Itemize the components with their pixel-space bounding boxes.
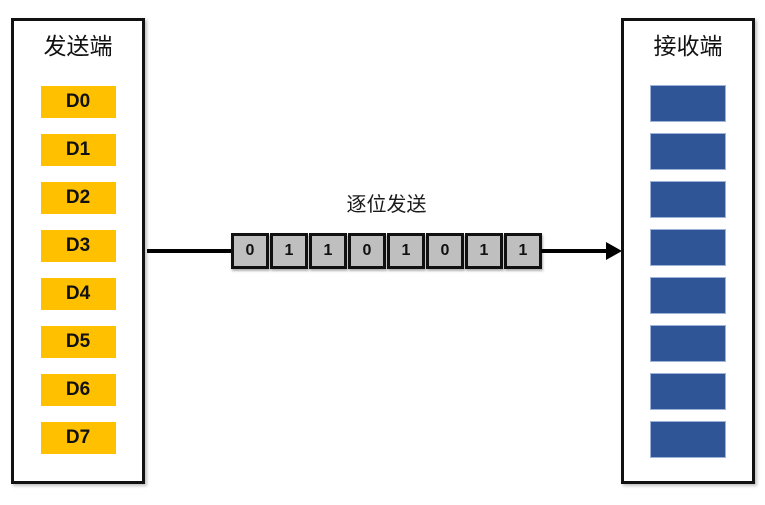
receiver-slot-item	[650, 373, 726, 410]
bit-cell: 0	[231, 233, 269, 269]
sender-title: 发送端	[43, 33, 113, 59]
bit-cell: 1	[504, 233, 542, 269]
bit-cell: 1	[309, 233, 347, 269]
bit-cell: 1	[387, 233, 425, 269]
receiver-title: 接收端	[653, 33, 723, 59]
arrow-head-icon	[606, 242, 622, 260]
receiver-slot-item	[650, 181, 726, 218]
receiver-slot-stack	[650, 85, 726, 458]
sender-data-item: D2	[40, 182, 116, 214]
bits-to-receiver-wire	[541, 249, 609, 253]
bit-cell: 1	[270, 233, 308, 269]
receiver-slot-item	[650, 85, 726, 122]
sender-data-item: D3	[40, 230, 116, 262]
receiver-box: 接收端	[621, 18, 755, 484]
receiver-slot-item	[650, 277, 726, 314]
sender-data-item: D1	[40, 134, 116, 166]
sender-to-bits-wire	[147, 249, 231, 253]
sender-data-item: D7	[40, 422, 116, 454]
bit-cell: 1	[465, 233, 503, 269]
bit-cell: 0	[426, 233, 464, 269]
receiver-slot-item	[650, 421, 726, 458]
transmission-label: 逐位发送	[346, 194, 427, 216]
bit-cell: 0	[348, 233, 386, 269]
sender-data-item: D4	[40, 278, 116, 310]
receiver-slot-item	[650, 133, 726, 170]
receiver-slot-item	[650, 229, 726, 266]
sender-data-item: D6	[40, 374, 116, 406]
receiver-slot-item	[650, 325, 726, 362]
sender-data-item: D5	[40, 326, 116, 358]
sender-data-item: D0	[40, 86, 116, 118]
